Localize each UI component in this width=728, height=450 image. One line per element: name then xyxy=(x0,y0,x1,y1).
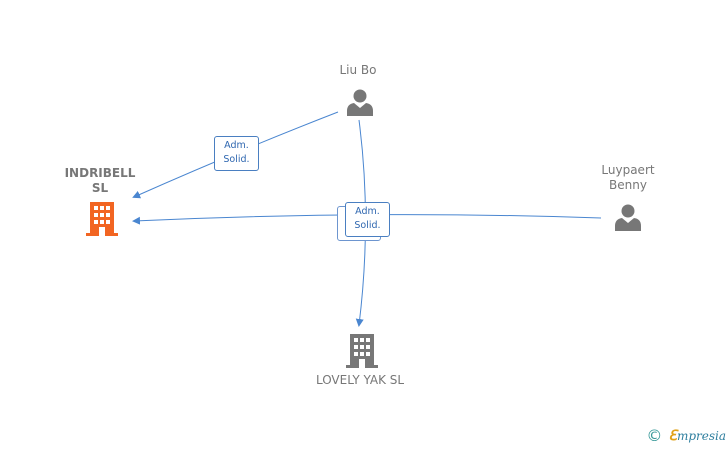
node-label-lovely-yak: LOVELY YAK SL xyxy=(315,373,405,387)
building-icon[interactable] xyxy=(346,334,378,368)
brand-logo[interactable]: ℇmpresia xyxy=(668,428,726,444)
node-label-line: INDRIBELL xyxy=(64,166,136,180)
node-label-luypaert-benny: Luypaert Benny xyxy=(592,163,664,193)
node-label-line: SL xyxy=(91,181,109,195)
brand-logo-initial: ℇ xyxy=(668,428,677,444)
node-label-line: Benny xyxy=(609,178,647,192)
node-label-indribell: INDRIBELL SL xyxy=(60,166,140,196)
person-icon[interactable] xyxy=(346,88,374,116)
edge-label-line: Adm. xyxy=(355,206,380,217)
edge-label-line: Solid. xyxy=(223,154,250,165)
edge-label-line: Solid. xyxy=(354,220,381,231)
node-label-liu-bo: Liu Bo xyxy=(339,63,377,77)
edge-label-adm-solid[interactable]: Adm. Solid. xyxy=(345,202,390,237)
copyright-icon: © xyxy=(646,426,663,445)
edge-label-line: Adm. xyxy=(224,140,249,151)
node-label-line: Luypaert xyxy=(601,163,655,177)
brand-logo-text: mpresia xyxy=(676,429,726,443)
person-icon[interactable] xyxy=(614,203,642,231)
edge-label-adm-solid[interactable]: Adm. Solid. xyxy=(214,136,259,171)
building-icon[interactable] xyxy=(86,202,118,236)
footer-brand: © ℇmpresia xyxy=(646,426,726,445)
